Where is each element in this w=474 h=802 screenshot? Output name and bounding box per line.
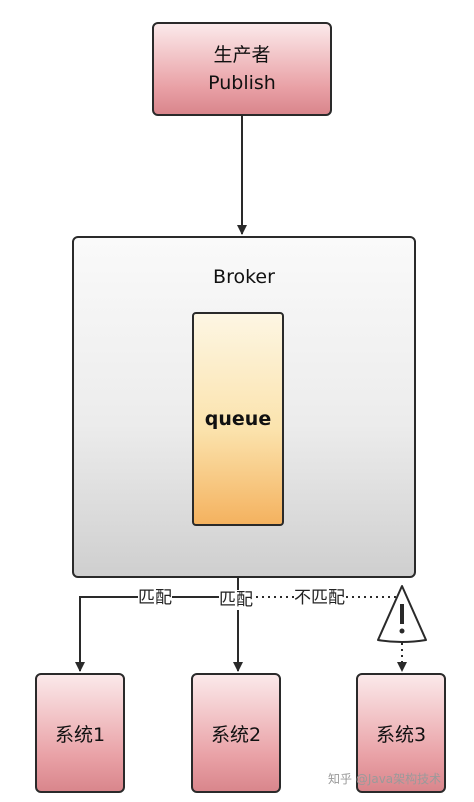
no-match-arrow: [238, 596, 407, 672]
edge-label-match-1: 匹配: [138, 588, 172, 608]
exclamation-triangle-icon: [377, 585, 427, 643]
system-3-node: 系统3: [356, 673, 446, 793]
broker-label: Broker: [213, 266, 275, 288]
system-1-label: 系统1: [54, 723, 106, 746]
watermark: 知乎 @Java架构技术: [328, 772, 442, 786]
match-arrow-1: [75, 596, 238, 672]
producer-subtitle: Publish: [208, 72, 276, 94]
system-2-label: 系统2: [210, 723, 262, 746]
queue-node: queue: [192, 312, 284, 526]
edge-label-match-2: 匹配: [219, 590, 253, 610]
producer-node: 生产者 Publish: [152, 22, 332, 116]
queue-label: queue: [204, 408, 272, 430]
producer-title: 生产者: [213, 44, 271, 66]
system-3-label: 系统3: [375, 723, 427, 746]
system-1-node: 系统1: [35, 673, 125, 793]
edge-label-no-match: 不匹配: [294, 588, 345, 608]
system-2-node: 系统2: [191, 673, 281, 793]
